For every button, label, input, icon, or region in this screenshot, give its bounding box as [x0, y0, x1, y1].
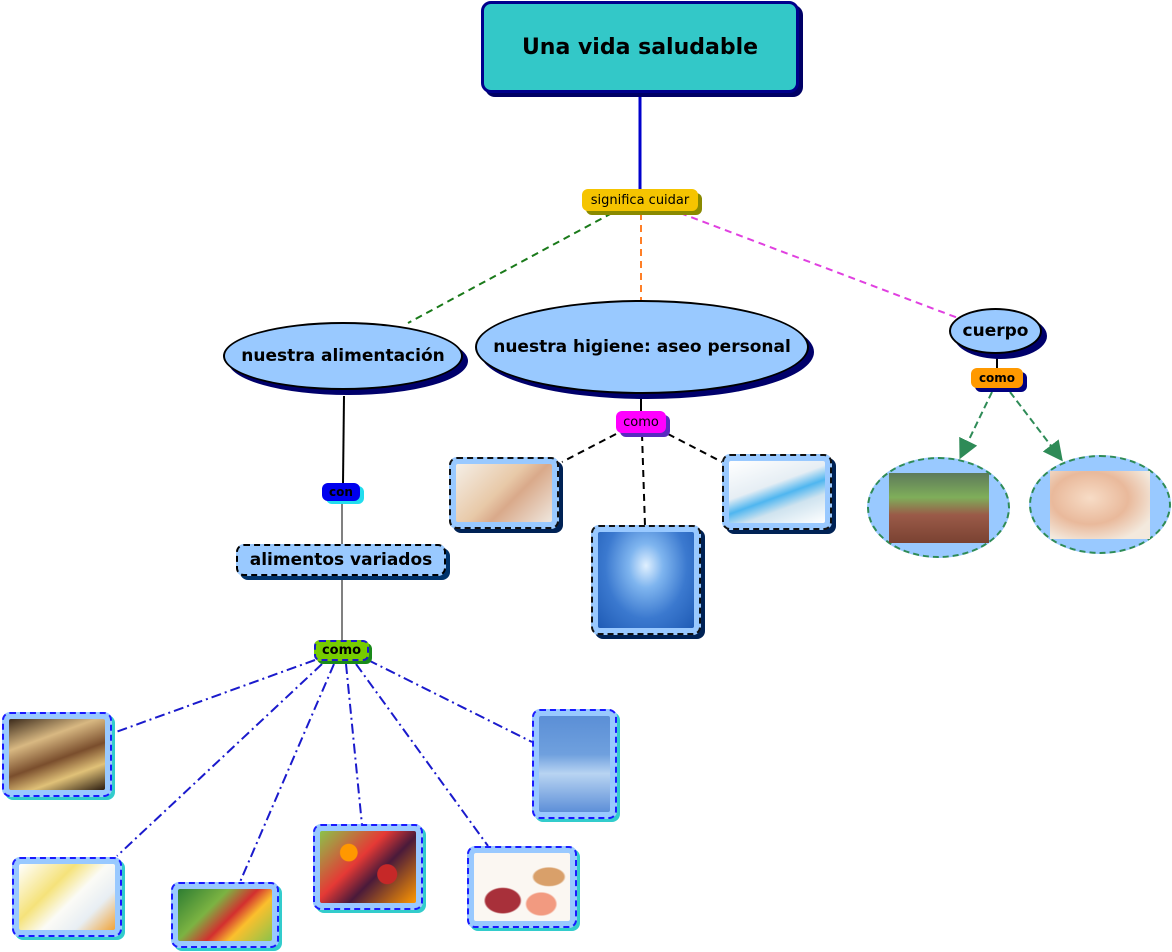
concept-alimentos-variados[interactable]: alimentos variados — [236, 544, 446, 576]
vegetables-image — [178, 889, 272, 941]
concept-label: nuestra alimentación — [241, 346, 445, 366]
shower-image — [598, 532, 694, 628]
sleeping-baby-image — [1050, 470, 1150, 539]
image-node-children-running[interactable] — [867, 457, 1010, 558]
dairy-products-image — [19, 864, 115, 930]
fruits-image — [320, 831, 416, 903]
line-alimentacion-to-con — [342, 395, 345, 484]
line-como-to-toothbrush — [667, 433, 723, 463]
meat-fish-eggs-image — [474, 853, 570, 921]
root-title: Una vida saludable — [521, 34, 759, 60]
concept-cuerpo[interactable]: cuerpo — [949, 308, 1042, 354]
linking-phrase-como-alimentos[interactable]: como — [314, 640, 369, 661]
image-node-bread-wheat[interactable] — [2, 712, 112, 797]
line-como-to-baby — [1009, 391, 1063, 462]
concept-label: alimentos variados — [249, 550, 433, 570]
line-como-to-shower — [641, 433, 646, 527]
image-node-meat-fish-eggs[interactable] — [467, 846, 577, 928]
children-running-image — [888, 472, 989, 543]
linking-phrase-con[interactable]: con — [322, 483, 360, 501]
water-glass-image — [539, 716, 610, 812]
linking-phrase-label: como — [978, 371, 1016, 385]
hand-washing-image — [456, 464, 552, 522]
concept-nuestra-alimentacion[interactable]: nuestra alimentación — [223, 322, 463, 390]
image-node-sleeping-baby[interactable] — [1029, 455, 1171, 554]
linking-phrase-significa-cuidar[interactable]: significa cuidar — [582, 189, 698, 211]
linking-phrase-label: significa cuidar — [590, 192, 690, 208]
line-como-to-meat — [355, 663, 489, 847]
linking-phrase-como-higiene[interactable]: como — [616, 411, 666, 433]
line-como-to-water — [367, 659, 533, 743]
image-node-fruits[interactable] — [313, 824, 423, 910]
line-linker-to-cuerpo — [679, 212, 959, 319]
line-como-to-bread — [115, 659, 316, 733]
bread-and-wheat-image — [9, 719, 105, 790]
concept-label: nuestra higiene: aseo personal — [493, 337, 791, 357]
line-como-to-running — [959, 391, 993, 460]
line-linker-to-alimentacion — [407, 212, 613, 324]
image-node-dairy[interactable] — [12, 857, 122, 937]
toothbrush-image — [729, 461, 825, 523]
linking-phrase-como-cuerpo[interactable]: como — [971, 368, 1023, 388]
image-node-hand-washing[interactable] — [449, 457, 559, 529]
linking-phrase-label: como — [623, 414, 659, 430]
image-node-shower[interactable] — [591, 525, 701, 635]
image-node-water[interactable] — [532, 709, 617, 819]
root-concept[interactable]: Una vida saludable — [481, 1, 799, 93]
concept-label: cuerpo — [962, 321, 1029, 341]
image-node-toothbrush[interactable] — [722, 454, 832, 530]
line-como-to-fruits — [345, 663, 363, 826]
concept-nuestra-higiene[interactable]: nuestra higiene: aseo personal — [475, 300, 809, 394]
linking-phrase-label: con — [329, 485, 353, 499]
linking-phrase-label: como — [321, 643, 362, 658]
image-node-vegetables[interactable] — [171, 882, 279, 948]
line-como-to-dairy — [116, 663, 323, 857]
line-como-to-hands — [561, 433, 617, 463]
